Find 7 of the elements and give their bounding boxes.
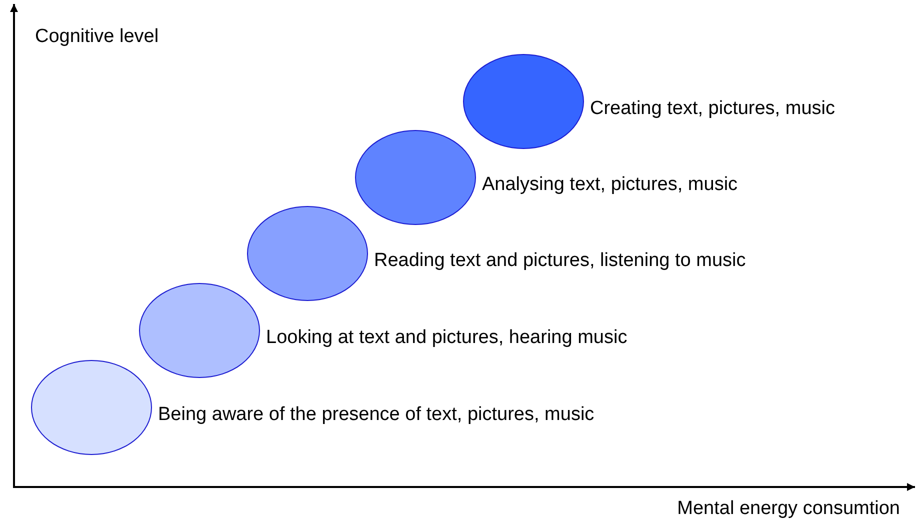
axis-title: Cognitive level: [35, 26, 159, 48]
level-label: Being aware of the presence of text, pictures, music: [158, 404, 594, 426]
level-label: Looking at text and pictures, hearing music: [266, 327, 628, 349]
level-label: Creating text, pictures, music: [590, 98, 835, 120]
level-label: Analysing text, pictures, music: [482, 174, 738, 196]
axis-title: Mental energy consumtion: [677, 498, 900, 520]
level-label: Reading text and pictures, listening to music: [374, 250, 746, 272]
